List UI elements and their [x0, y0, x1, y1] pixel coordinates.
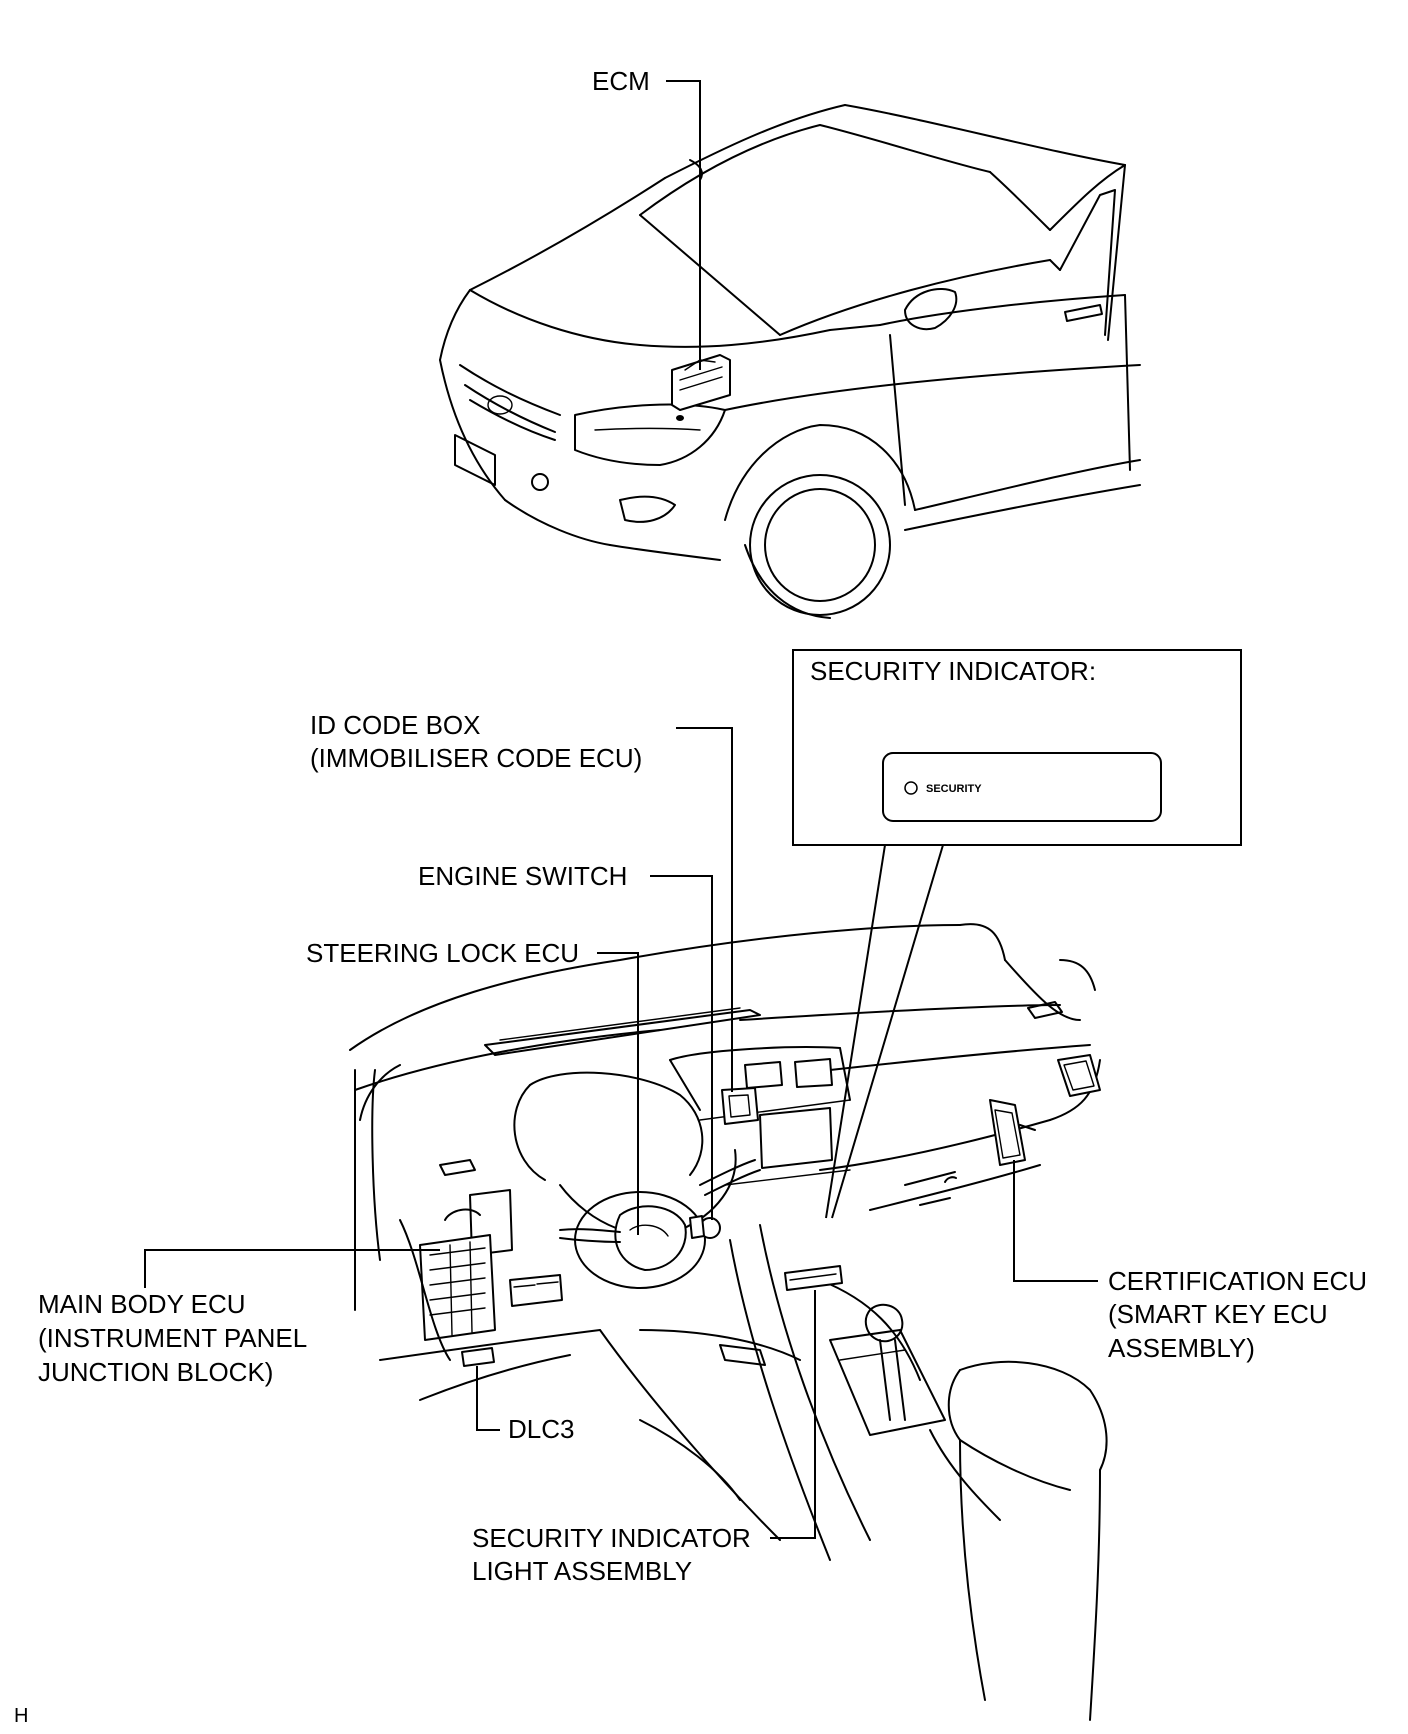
dlc3-callout: DLC3: [476, 1366, 574, 1444]
certification-ecu-label-line1: CERTIFICATION ECU: [1108, 1266, 1367, 1296]
dashboard-illustration: [349, 923, 1108, 1721]
car-exterior-illustration: [439, 104, 1141, 619]
main-body-ecu-label-line2: (INSTRUMENT PANEL: [38, 1323, 307, 1353]
main-body-ecu-label-line3: JUNCTION BLOCK): [38, 1357, 273, 1387]
engine-switch-callout: ENGINE SWITCH: [418, 861, 713, 1220]
steering-lock-ecu-callout: STEERING LOCK ECU: [306, 938, 639, 1235]
security-indicator-light-callout: SECURITY INDICATOR LIGHT ASSEMBLY: [472, 1290, 816, 1586]
certification-ecu-label-line3: ASSEMBLY): [1108, 1333, 1255, 1363]
security-light-assembly-unit: [784, 1265, 843, 1291]
certification-ecu-label-line2: (SMART KEY ECU: [1108, 1299, 1328, 1329]
ecm-label: ECM: [592, 66, 650, 96]
main-body-ecu-unit: [399, 1208, 496, 1361]
certification-ecu-callout: CERTIFICATION ECU (SMART KEY ECU ASSEMBL…: [1013, 1160, 1367, 1363]
id-code-box-callout: ID CODE BOX (IMMOBILISER CODE ECU): [310, 710, 733, 1092]
steering-lock-ecu-label: STEERING LOCK ECU: [306, 938, 579, 968]
security-indicator-title: SECURITY INDICATOR:: [810, 656, 1096, 686]
security-indicator-light-label-line2: LIGHT ASSEMBLY: [472, 1556, 692, 1586]
main-body-ecu-callout: MAIN BODY ECU (INSTRUMENT PANEL JUNCTION…: [38, 1249, 440, 1387]
dlc3-label: DLC3: [508, 1414, 574, 1444]
id-code-box-label-line2: (IMMOBILISER CODE ECU): [310, 743, 642, 773]
figure-code: H: [14, 1705, 28, 1727]
security-indicator-inset: SECURITY INDICATOR: SECURITY: [792, 649, 1242, 1219]
main-body-ecu-label-line1: MAIN BODY ECU: [38, 1289, 246, 1319]
engine-switch-label: ENGINE SWITCH: [418, 861, 627, 891]
certification-ecu-unit: [989, 1099, 1036, 1166]
id-code-box-label-line1: ID CODE BOX: [310, 710, 480, 740]
security-lamp-icon: [904, 781, 918, 795]
security-lamp-text: SECURITY: [926, 783, 982, 795]
dlc3-unit: [461, 1347, 495, 1367]
ecm-callout: ECM: [592, 66, 701, 370]
security-indicator-light-label-line1: SECURITY INDICATOR: [472, 1523, 751, 1553]
